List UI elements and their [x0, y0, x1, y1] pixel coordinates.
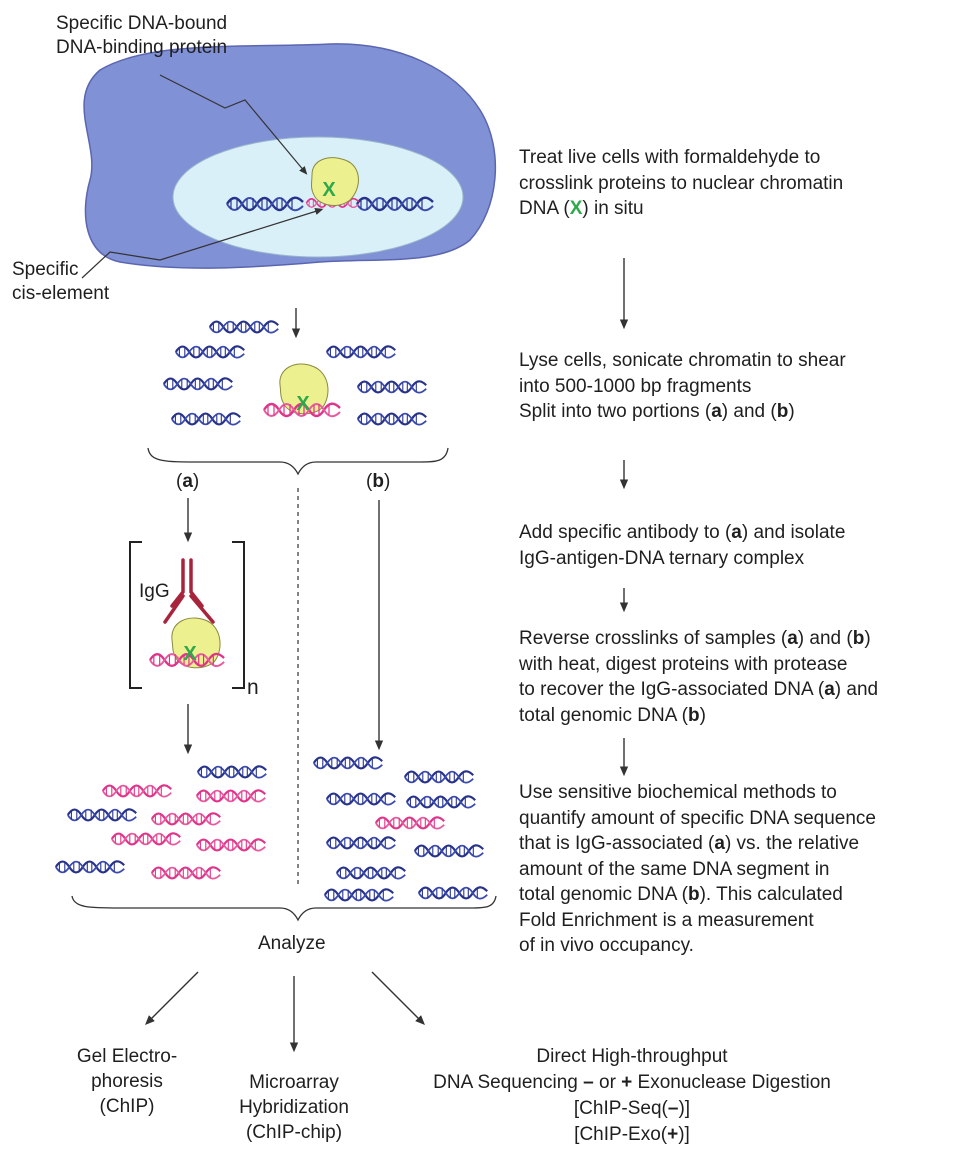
- analyze-label: Analyze: [258, 933, 326, 954]
- pool-b-fragment: [403, 770, 475, 784]
- bound-protein: [311, 157, 359, 206]
- pool-b-fragment: [312, 756, 384, 770]
- output-arrow-gel: [145, 971, 199, 1025]
- cis-pointer: [81, 207, 324, 279]
- pool-b-fragment: [413, 844, 485, 858]
- fragment: [162, 377, 234, 391]
- pool-a-fragment: [101, 784, 173, 798]
- pool-a-fragment: [54, 860, 126, 874]
- pool-b-fragment: [335, 866, 407, 880]
- fragment: [356, 380, 428, 394]
- crosslink-mark-3: X: [183, 643, 197, 665]
- fragment: [356, 412, 428, 426]
- pool-a-fragment: [150, 812, 222, 826]
- output-arrow-seq: [371, 971, 425, 1025]
- crosslink-symbol: X: [569, 198, 583, 219]
- fragment: [325, 345, 397, 359]
- pool-a-fragment: [196, 765, 268, 779]
- pool-b-fragment: [325, 836, 397, 850]
- step-2-text: Lyse cells, sonicate chromatin to shear …: [519, 350, 846, 422]
- split-brace: [147, 447, 449, 476]
- cis-element-label: Specific cis-element: [12, 259, 110, 304]
- complex-bracket-right: [232, 541, 245, 689]
- portion-b-label: (b): [366, 471, 391, 492]
- output-seq-label: Direct High-throughput DNA Sequencing – …: [433, 1046, 831, 1145]
- complex-bracket-left: [129, 541, 142, 689]
- crosslink-mark-1: X: [322, 179, 336, 201]
- step-4-text: Reverse crosslinks of samples (a) and (b…: [519, 628, 879, 726]
- output-microarray-label: Microarray Hybridization (ChIP-chip): [239, 1072, 349, 1143]
- pool-b-fragment: [323, 888, 395, 902]
- igg-label: IgG: [139, 581, 170, 602]
- pool-a-fragment: [66, 808, 138, 822]
- crosslink-mark-2: X: [296, 393, 310, 415]
- step-3-text: Add specific antibody to (a) and isolate…: [519, 522, 846, 569]
- pool-b-fragment: [374, 816, 446, 830]
- fragment: [208, 320, 280, 334]
- protein-label: Specific DNA-bound DNA-binding protein: [56, 13, 228, 58]
- fragment: [174, 345, 246, 359]
- protein-pointer: [159, 74, 308, 175]
- pool-a-fragment: [195, 789, 267, 803]
- portion-a-label: (a): [176, 471, 200, 492]
- pool-a-fragment: [110, 832, 182, 846]
- step-1-text: Treat live cells with formaldehyde to cr…: [519, 147, 844, 219]
- pool-a-fragment: [150, 866, 222, 880]
- pool-b-fragment: [325, 792, 397, 806]
- output-gel-label: Gel Electro- phoresis (ChIP): [76, 1046, 178, 1117]
- fragment: [170, 412, 242, 426]
- pool-a-fragment: [195, 838, 267, 852]
- igg-antibody: [163, 558, 215, 624]
- step-5-text: Use sensitive biochemical methods to qua…: [519, 782, 876, 956]
- analyze-brace: [71, 895, 497, 922]
- pool-b-fragment: [417, 886, 489, 900]
- repeat-n-label: n: [247, 676, 259, 699]
- pool-b-fragment: [405, 795, 477, 809]
